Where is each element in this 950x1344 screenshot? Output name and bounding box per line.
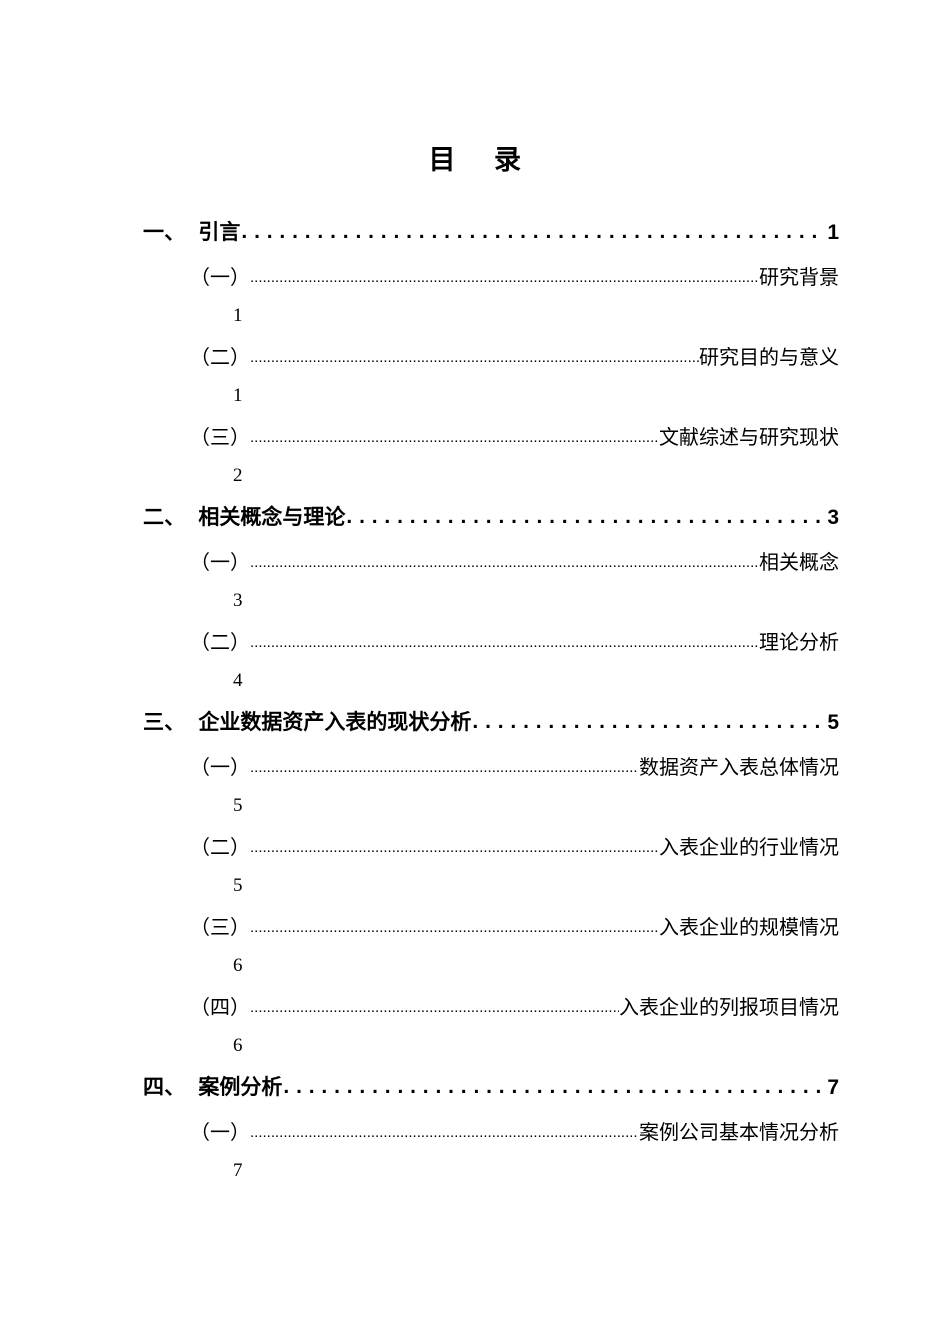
toc-entry-label: 数据资产入表总体情况	[639, 757, 839, 779]
toc-dot-leader	[250, 759, 639, 777]
toc-entry-level1[interactable]: 二、相关概念与理论 3	[143, 501, 839, 546]
toc-entry-number: （三）	[190, 917, 250, 939]
toc-dot-leader	[250, 634, 759, 652]
toc-dot-leader	[250, 349, 699, 367]
toc-entry-label: 研究背景	[759, 267, 839, 289]
toc-entry-number: 四、	[143, 1076, 186, 1099]
toc-entry-level2[interactable]: （一） 数据资产入表总体情况 5	[190, 751, 886, 831]
toc-entry-level1[interactable]: 三、企业数据资产入表的现状分析 5	[143, 706, 839, 751]
toc-entry-line: （一） 研究背景	[190, 261, 839, 305]
toc-entry-level1[interactable]: 四、案例分析 7	[143, 1071, 839, 1116]
toc-entry-line: （二） 入表企业的行业情况	[190, 831, 839, 875]
page-title: 目录	[0, 138, 950, 177]
toc-entry-line: （四） 入表企业的列报项目情况	[190, 991, 839, 1035]
toc-entry-level2[interactable]: （一） 研究背景 1	[190, 261, 886, 341]
toc-entry-line: （一） 案例公司基本情况分析	[190, 1116, 839, 1160]
toc-dot-leader	[346, 507, 825, 527]
toc-entry-level2[interactable]: （四） 入表企业的列报项目情况 6	[190, 991, 886, 1071]
toc-dot-leader	[250, 919, 659, 937]
toc-entry-page: 1	[827, 221, 839, 244]
toc-entry-number: （一）	[190, 267, 250, 289]
toc-dot-leader	[250, 1124, 639, 1142]
toc-entry-level2[interactable]: （三） 文献综述与研究现状 2	[190, 421, 886, 501]
toc-entry-line: （二） 理论分析	[190, 626, 839, 670]
toc-list: 一、引言1（一）研究背景1（二）研究目的与意义1（三）文献综述与研究现状2二、相…	[143, 216, 839, 1196]
toc-dot-leader	[250, 554, 759, 572]
toc-entry-level2[interactable]: （二） 入表企业的行业情况 5	[190, 831, 886, 911]
toc-entry-number: 一、	[143, 221, 186, 244]
toc-entry-line: （三） 文献综述与研究现状	[190, 421, 839, 465]
toc-entry-page: 4	[233, 670, 243, 691]
toc-entry-page: 1	[233, 305, 243, 326]
toc-dot-leader	[241, 222, 825, 242]
toc-entry-label: 文献综述与研究现状	[659, 427, 839, 449]
toc-dot-leader	[472, 712, 825, 732]
toc-entry-label: 入表企业的列报项目情况	[619, 997, 839, 1019]
toc-entry-number: （三）	[190, 427, 250, 449]
toc-entry-label: 企业数据资产入表的现状分析	[198, 711, 472, 734]
toc-entry-label: 案例公司基本情况分析	[639, 1122, 839, 1144]
toc-entry-line: （一） 数据资产入表总体情况	[190, 751, 839, 795]
toc-entry-number: （二）	[190, 632, 250, 654]
page-title-char-2: 录	[494, 145, 522, 175]
toc-entry-page: 7	[827, 1076, 839, 1099]
toc-dot-leader	[250, 839, 659, 857]
toc-entry-line: （三） 入表企业的规模情况	[190, 911, 839, 955]
toc-entry-label: 研究目的与意义	[699, 347, 839, 369]
toc-entry-number: （四）	[190, 997, 250, 1019]
toc-entry-page: 2	[233, 465, 243, 486]
toc-entry-page: 5	[233, 875, 243, 896]
toc-entry-page: 3	[827, 506, 839, 529]
toc-entry-level2[interactable]: （三） 入表企业的规模情况 6	[190, 911, 886, 991]
toc-entry-number: （一）	[190, 1122, 250, 1144]
toc-dot-leader	[250, 429, 659, 447]
toc-entry-label: 相关概念与理论	[198, 506, 346, 529]
toc-entry-page: 6	[233, 1035, 243, 1056]
toc-entry-line: （一） 相关概念	[190, 546, 839, 590]
toc-entry-level2[interactable]: （一） 案例公司基本情况分析 7	[190, 1116, 886, 1196]
toc-entry-label: 入表企业的规模情况	[659, 917, 839, 939]
toc-entry-label: 入表企业的行业情况	[659, 837, 839, 859]
toc-entry-level2[interactable]: （一） 相关概念 3	[190, 546, 886, 626]
toc-entry-number: （一）	[190, 757, 250, 779]
toc-entry-label: 引言	[198, 221, 241, 244]
toc-dot-leader	[250, 269, 759, 287]
toc-entry-level2[interactable]: （二） 理论分析 4	[190, 626, 886, 706]
toc-entry-label: 理论分析	[759, 632, 839, 654]
toc-entry-level1[interactable]: 一、引言 1	[143, 216, 839, 261]
toc-entry-level2[interactable]: （二） 研究目的与意义 1	[190, 341, 886, 421]
toc-entry-number: （二）	[190, 347, 250, 369]
toc-entry-number: 三、	[143, 711, 186, 734]
toc-entry-page: 3	[233, 590, 243, 611]
toc-entry-page: 6	[233, 955, 243, 976]
toc-entry-number: （一）	[190, 552, 250, 574]
toc-dot-leader	[283, 1077, 825, 1097]
toc-entry-number: （二）	[190, 837, 250, 859]
toc-entry-number: 二、	[143, 506, 186, 529]
toc-entry-label: 案例分析	[198, 1076, 283, 1099]
toc-entry-line: （二） 研究目的与意义	[190, 341, 839, 385]
toc-entry-page: 5	[233, 795, 243, 816]
toc-entry-page: 1	[233, 385, 243, 406]
toc-entry-label: 相关概念	[759, 552, 839, 574]
toc-dot-leader	[250, 999, 619, 1017]
page-title-char-1: 目	[428, 145, 456, 175]
toc-entry-page: 5	[827, 711, 839, 734]
toc-entry-page: 7	[233, 1160, 243, 1181]
